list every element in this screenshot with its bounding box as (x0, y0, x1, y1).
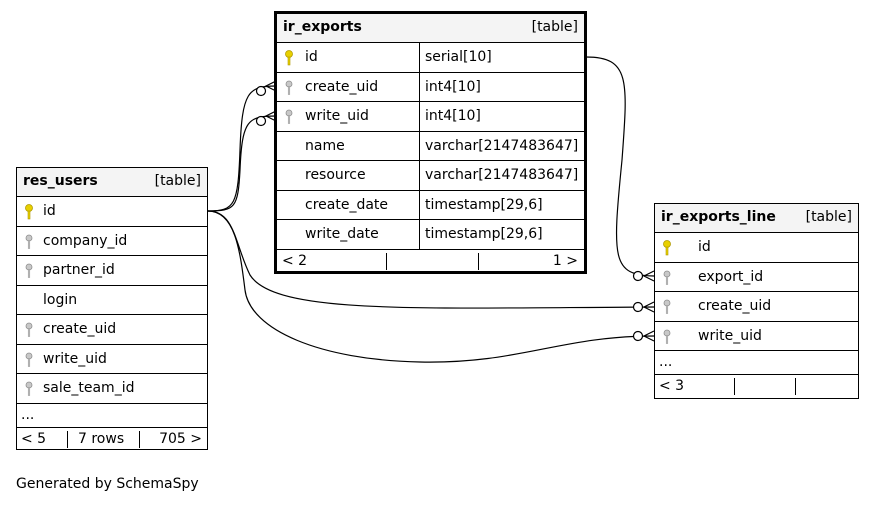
table-row[interactable]: export_id (655, 263, 858, 292)
primary-key-icon (663, 240, 671, 256)
foreign-key-icon (25, 234, 33, 249)
column-type: int4[10] (419, 72, 584, 101)
parents-count[interactable]: < 3 (659, 378, 685, 394)
column-name: create_date (305, 196, 389, 213)
children-count[interactable]: 1 > (552, 252, 578, 269)
column-type: varchar[2147483647] (419, 161, 584, 190)
rel-users-to-exports-write (207, 115, 277, 212)
table-row[interactable]: write_date timestamp[29,6] (277, 220, 584, 250)
table-type: [table] (154, 173, 201, 189)
table-ir-exports-line[interactable]: ir_exports_line [table] id export_id cre… (654, 203, 859, 399)
foreign-key-icon (25, 352, 33, 367)
rel-exports-to-line-export (585, 56, 655, 277)
table-res-users[interactable]: res_users [table] id company_id partner_… (16, 167, 208, 450)
table-name: ir_exports (283, 19, 362, 35)
table-type: [table] (805, 209, 852, 225)
column-name: resource (305, 167, 366, 183)
foreign-key-icon (25, 263, 33, 278)
table-row[interactable]: id (17, 197, 207, 227)
column-name: sale_team_id (43, 380, 135, 396)
column-name: id (305, 49, 318, 65)
column-type: timestamp[29,6] (419, 190, 584, 219)
column-name: partner_id (43, 262, 115, 278)
table-type: [table] (531, 19, 578, 35)
table-name: res_users (23, 173, 98, 189)
table-row[interactable]: id serial[10] (277, 43, 584, 73)
table-footer: < 2 1 > (277, 250, 584, 273)
optional-marker (632, 270, 644, 282)
column-name: company_id (43, 232, 128, 249)
table-row[interactable]: name varchar[2147483647] (277, 131, 584, 161)
table-row[interactable]: create_uid (655, 292, 858, 322)
column-name: write_uid (305, 108, 369, 124)
rel-users-to-line-write (207, 210, 655, 363)
column-name: id (698, 239, 711, 255)
primary-key-icon (285, 50, 293, 66)
table-row[interactable]: write_uid (17, 345, 207, 374)
parents-count[interactable]: < 2 (282, 252, 308, 269)
generator-credit: Generated by SchemaSpy (16, 476, 199, 492)
foreign-key-icon (663, 270, 671, 285)
parents-count[interactable]: < 5 (21, 430, 47, 447)
column-type: timestamp[29,6] (419, 220, 584, 249)
optional-marker (255, 115, 267, 127)
more-columns-ellipsis: ... (655, 351, 858, 375)
table-row[interactable]: write_uid int4[10] (277, 102, 584, 132)
column-type: serial[10] (419, 43, 584, 72)
column-type: varchar[2147483647] (419, 131, 584, 160)
foreign-key-icon (663, 299, 671, 314)
foreign-key-icon (285, 109, 293, 124)
children-count[interactable]: 705 > (159, 430, 202, 447)
table-name: ir_exports_line (661, 209, 776, 225)
optional-marker (632, 301, 644, 313)
foreign-key-icon (25, 381, 33, 396)
optional-marker (255, 85, 267, 97)
table-row[interactable]: partner_id (17, 256, 207, 286)
table-ir-exports[interactable]: ir_exports [table] id serial[10] create_… (274, 11, 587, 274)
table-row[interactable]: write_uid (655, 322, 858, 351)
column-name: create_uid (305, 78, 379, 95)
table-row[interactable]: resource varchar[2147483647] (277, 161, 584, 191)
foreign-key-icon (663, 329, 671, 344)
table-row[interactable]: company_id (17, 227, 207, 256)
table-row[interactable]: create_uid int4[10] (277, 72, 584, 102)
column-name: create_uid (43, 321, 117, 337)
column-type: int4[10] (419, 102, 584, 131)
table-footer: < 5 7 rows 705 > (17, 428, 207, 451)
more-columns-ellipsis: ... (17, 404, 207, 428)
table-row[interactable]: create_date timestamp[29,6] (277, 190, 584, 220)
table-header: res_users [table] (17, 168, 207, 197)
column-name: name (305, 137, 345, 154)
foreign-key-icon (285, 80, 293, 95)
table-header: ir_exports_line [table] (655, 204, 858, 233)
table-row[interactable]: sale_team_id (17, 374, 207, 404)
optional-marker (632, 330, 644, 342)
column-name: write_uid (43, 350, 107, 367)
column-name: write_date (305, 226, 379, 242)
rows-count: 7 rows (78, 430, 125, 447)
rel-users-to-exports-create (207, 85, 277, 212)
table-row[interactable]: create_uid (17, 315, 207, 345)
column-name: export_id (698, 268, 764, 285)
column-name: id (43, 203, 56, 219)
column-name: create_uid (698, 298, 772, 314)
primary-key-icon (25, 204, 33, 220)
table-footer: < 3 (655, 375, 858, 398)
foreign-key-icon (25, 322, 33, 337)
column-name: login (43, 291, 78, 308)
table-header: ir_exports [table] (277, 14, 584, 43)
table-row[interactable]: login (17, 286, 207, 315)
column-name: write_uid (698, 327, 762, 344)
table-row[interactable]: id (655, 233, 858, 263)
